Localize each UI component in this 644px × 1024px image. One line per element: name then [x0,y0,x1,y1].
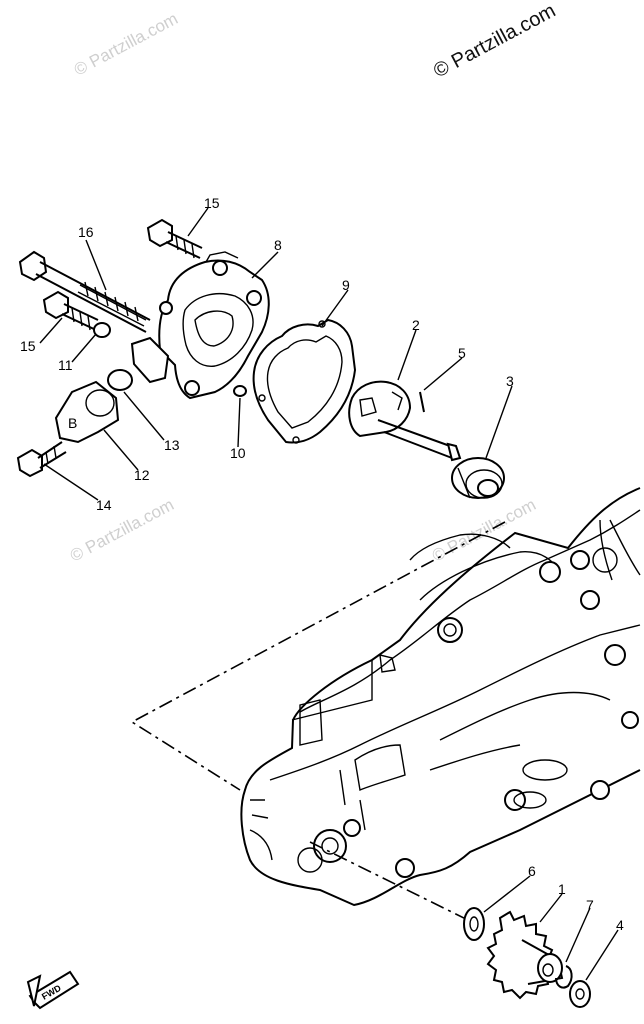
alignment-line-top [130,521,506,791]
alignment-line-bottom [309,841,473,923]
callout-16: 16 [78,224,94,240]
watermark-top-right: © Partzilla.com [430,0,559,82]
callout-12: 12 [134,467,150,483]
callout-10: 10 [230,445,246,461]
callout-9: 9 [342,277,350,293]
callout-15-upper: 15 [204,195,220,211]
callout-2: 2 [412,317,420,333]
callout-8: 8 [274,237,282,253]
callout-5: 5 [458,345,466,361]
pin-part-5 [419,391,425,413]
outlet-pipe-mark: B [68,415,77,431]
impeller-shaft-part-2 [348,380,462,462]
callout-14: 14 [96,497,112,513]
o-ring-part-13 [107,336,170,391]
leader-lines [39,207,619,981]
callout-11: 11 [58,357,73,373]
callout-1: 1 [558,881,566,897]
bolt-part-15-upper [146,218,203,259]
callout-6: 6 [528,863,536,879]
dowel-pin-part-10 [233,385,247,397]
watermark-middle-left: © Partzilla.com [67,495,177,566]
watermark-middle-right: © Partzilla.com [429,495,539,566]
callout-4: 4 [616,917,624,933]
washer-part-4 [569,980,591,1008]
circlip-part-7 [555,965,573,989]
forward-arrow: FWD [26,970,80,1010]
bolt-part-15-lower [42,290,99,331]
bolt-part-14 [16,441,67,478]
callout-15-lower: 15 [20,338,36,354]
callout-7: 7 [586,897,594,913]
gasket-part-9 [252,318,357,444]
washer-part-6 [463,907,485,941]
crankcase [240,487,641,907]
long-bolt-part-16 [18,250,151,333]
pump-cover-part-8 [158,251,270,400]
gear-part-1 [486,910,564,1000]
washer-part-11 [93,322,111,338]
outlet-pipe-part-12: B [54,380,120,444]
watermark-top-left: © Partzilla.com [71,9,181,80]
bearing-part-3 [451,457,505,499]
callout-3: 3 [506,373,514,389]
callout-13: 13 [164,437,180,453]
